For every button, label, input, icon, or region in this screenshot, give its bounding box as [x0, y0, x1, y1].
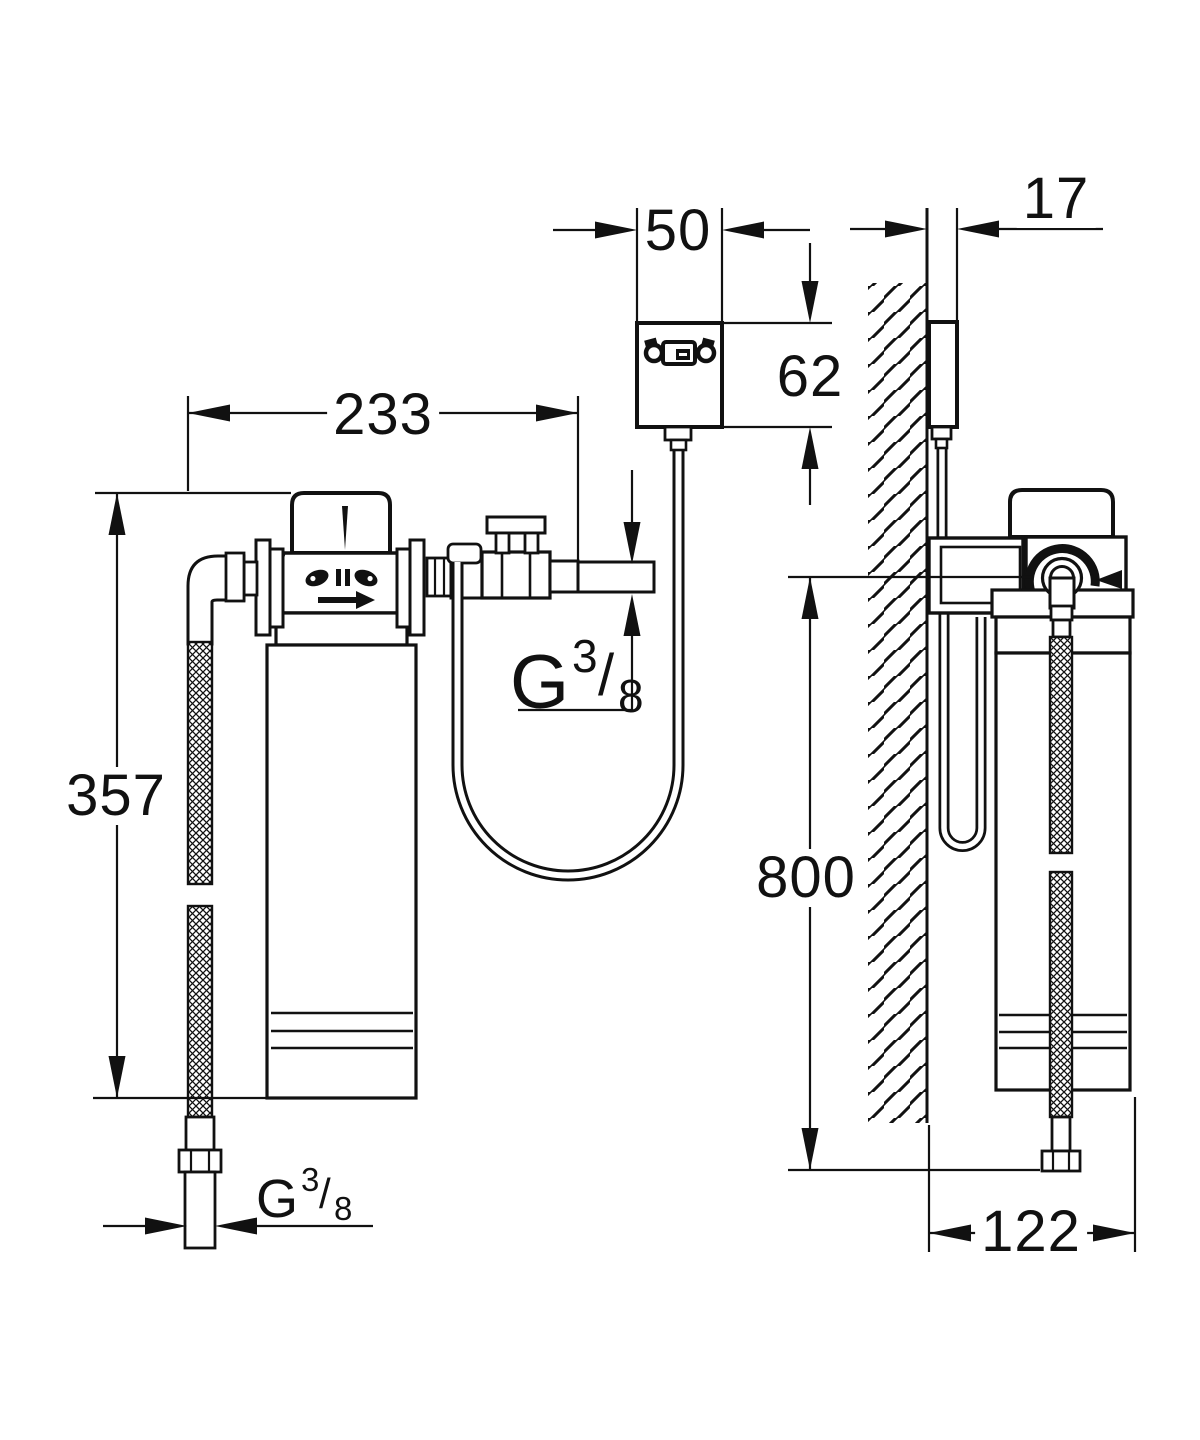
dim-17 [850, 208, 1103, 321]
thread-stub [183, 1170, 217, 1250]
hose-nut-front [177, 1148, 223, 1174]
dim-label-800: 800 [750, 849, 862, 907]
dim-122 [927, 1097, 1137, 1252]
sensor-elbow [446, 542, 483, 565]
head-cap-front [290, 491, 392, 555]
controller-box-front [635, 321, 724, 452]
thread-denominator: 8 [618, 670, 644, 722]
flow-arrow-icon [318, 591, 375, 609]
wall-hatch [868, 283, 927, 1123]
controller-box-side [927, 320, 959, 429]
swivel-elbow-side [1024, 544, 1100, 594]
sensor-cable-loop-side [938, 612, 987, 852]
dim-label-62: 62 [770, 348, 850, 406]
thread-prefix: G [256, 1169, 299, 1229]
clamp-wedge [1096, 570, 1122, 589]
thread-slash: / [598, 643, 615, 708]
inlet-hose-front [177, 640, 223, 1250]
front-view [177, 321, 724, 1250]
thread-label-outlet: G 3 / 8 [510, 633, 650, 725]
dim-label-357: 357 [60, 767, 172, 825]
dim-label-17: 17 [1016, 170, 1096, 228]
lock-unlock-icons [305, 569, 378, 587]
outlet-valve [425, 515, 656, 600]
dim-50 [553, 208, 810, 321]
inlet-elbow [186, 551, 259, 646]
dim-label-122: 122 [975, 1203, 1087, 1261]
dim-label-233: 233 [327, 386, 439, 444]
hose-nut-side [1040, 1149, 1082, 1173]
thread-slash: / [319, 1170, 331, 1217]
filter-hose-side [1040, 604, 1082, 1173]
thread-numerator: 3 [301, 1161, 320, 1198]
thread-prefix: G [510, 640, 570, 725]
valve-handle [485, 515, 547, 535]
thread-denominator: 8 [334, 1190, 353, 1227]
head-flanges [254, 538, 426, 637]
dim-thread-hose-end [103, 1217, 373, 1235]
dim-62 [724, 243, 832, 505]
dim-thread-outlet [518, 470, 641, 712]
side-view [868, 208, 1135, 1173]
controller-outlet-fitting-front [663, 425, 693, 442]
head-cap-side [1008, 488, 1115, 539]
cartridge-neck-front [274, 611, 409, 647]
thread-numerator: 3 [572, 630, 598, 682]
hose-connection-side [1040, 556, 1084, 610]
dim-label-50: 50 [638, 202, 718, 260]
alignment-arrow-icon [342, 506, 348, 550]
thread-label-hose-end: G 3 / 8 [256, 1163, 366, 1229]
controller-outlet-fitting-side [930, 425, 953, 441]
cartridge-body-front [265, 643, 418, 1100]
outlet-pipe [576, 560, 656, 594]
